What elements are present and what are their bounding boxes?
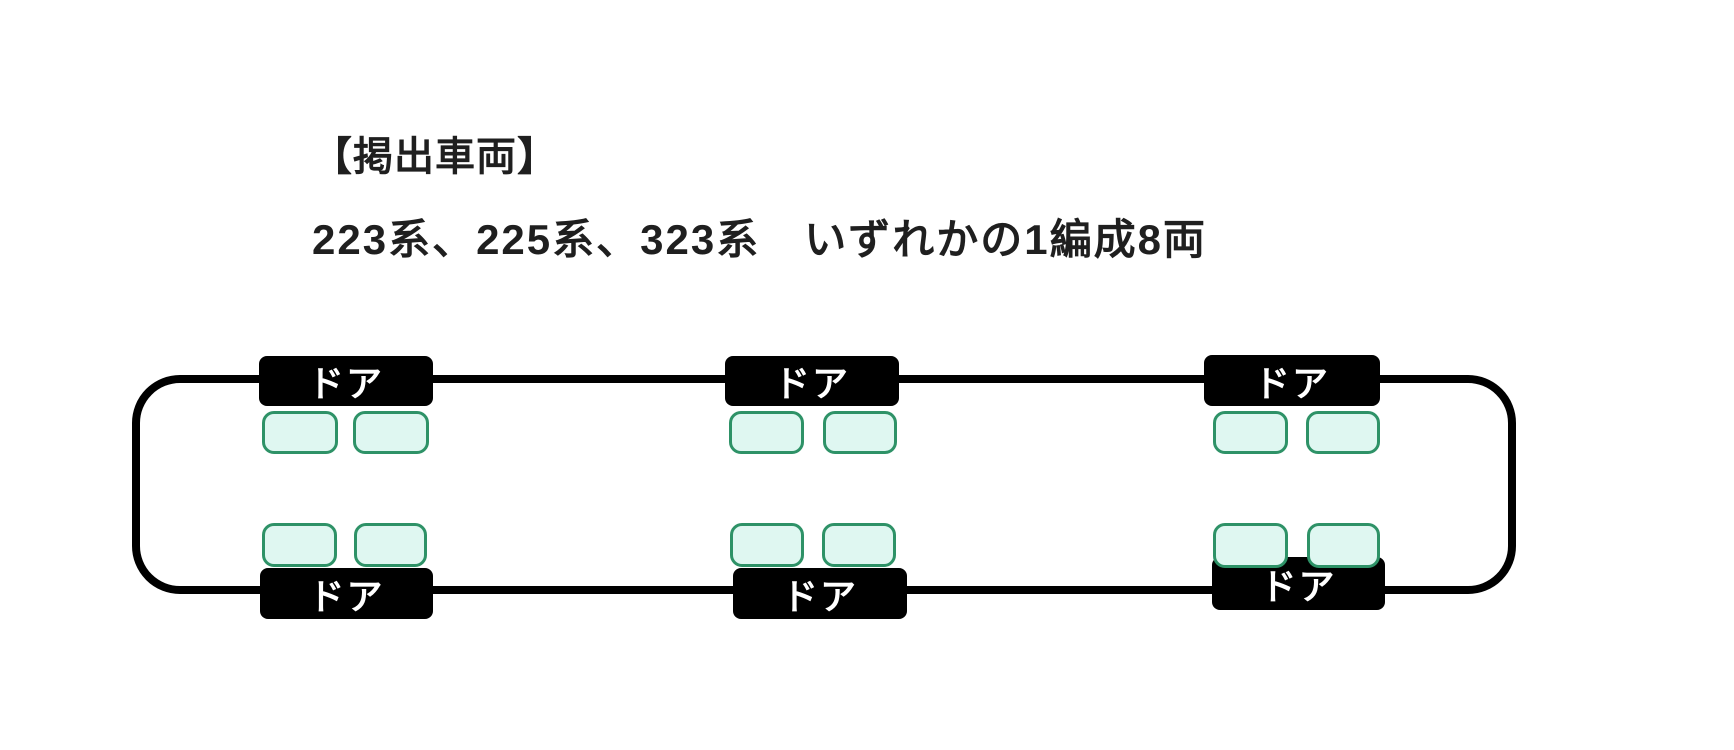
door-label: ドア [781, 575, 858, 617]
sticker-bottom-2b [822, 523, 896, 567]
sticker-top-3a [1213, 411, 1288, 454]
door-label: ドア [307, 363, 384, 404]
page-title: 【掲出車両】 [312, 135, 558, 179]
door-top-1: ドア [259, 356, 433, 406]
sticker-top-3b [1306, 411, 1380, 454]
sticker-bottom-2a [730, 523, 804, 567]
door-label: ドア [773, 363, 850, 404]
door-label: ドア [1253, 362, 1330, 404]
sticker-top-1a [262, 411, 338, 454]
door-top-3: ドア [1204, 355, 1380, 406]
door-top-2: ドア [725, 356, 899, 406]
sticker-top-2a [729, 411, 804, 454]
door-label: ドア [308, 575, 385, 617]
door-label: ドア [1260, 565, 1337, 607]
train-series-subtitle: 223系、225系、323系 いずれかの1編成8両 [312, 216, 1207, 263]
sticker-top-1b [353, 411, 429, 454]
door-bottom-1: ドア [260, 568, 433, 619]
sticker-bottom-3b [1307, 523, 1380, 568]
sticker-top-2b [823, 411, 897, 454]
door-bottom-2: ドア [733, 568, 907, 619]
sticker-bottom-1a [262, 523, 337, 567]
sticker-bottom-3a [1213, 523, 1288, 568]
sticker-bottom-1b [354, 523, 427, 567]
